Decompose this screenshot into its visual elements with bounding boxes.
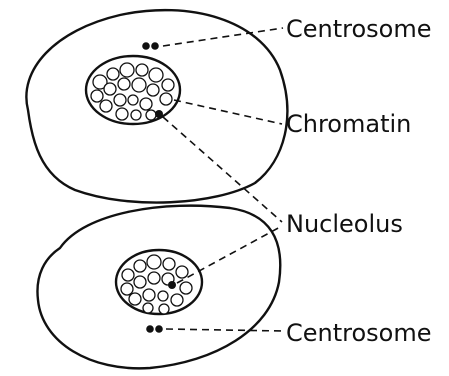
leader-nucleolus-lower (177, 226, 282, 283)
lower-nucleolus (168, 281, 176, 289)
label-centrosome-bottom: Centrosome (286, 319, 432, 347)
label-nucleolus: Nucleolus (286, 210, 403, 238)
lower-centriole (155, 325, 163, 333)
label-chromatin: Chromatin (286, 110, 411, 138)
lower-cell (37, 206, 280, 369)
upper-centriole (142, 42, 150, 50)
label-centrosome-top: Centrosome (286, 15, 432, 43)
upper-cell (26, 10, 287, 202)
leader-centrosome-top (163, 28, 283, 46)
leader-centrosome-bottom (166, 329, 283, 331)
upper-centriole (151, 42, 159, 50)
upper-nucleolus (155, 110, 163, 118)
lower-centriole (146, 325, 154, 333)
lower-nucleus (116, 250, 202, 314)
upper-nucleus (86, 56, 180, 124)
lower-centrosome (146, 325, 163, 333)
upper-centrosome (142, 42, 159, 50)
labels: Centrosome Chromatin Nucleolus Centrosom… (286, 15, 432, 347)
leader-chromatin (174, 100, 282, 124)
